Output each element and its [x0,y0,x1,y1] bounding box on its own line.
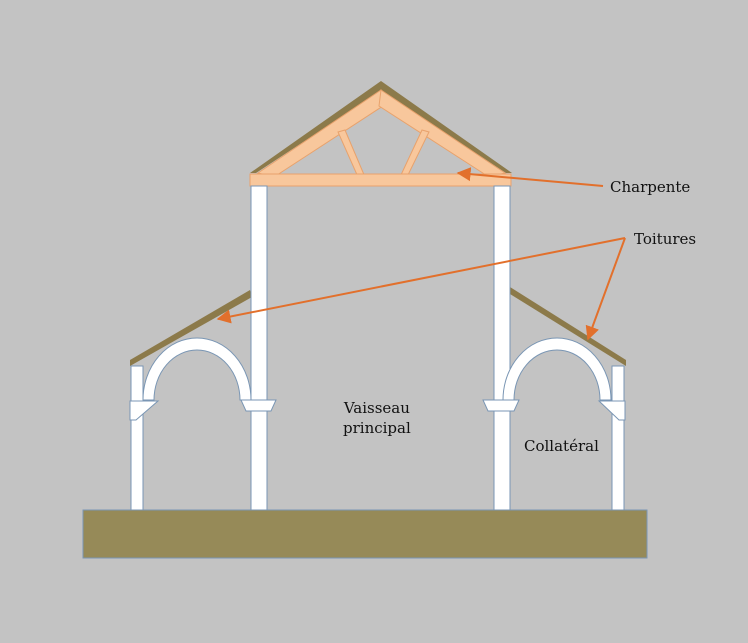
right-outer-capital [597,400,626,421]
truss-right-strut [399,129,430,178]
truss-left-strut [337,129,366,178]
truss-left-rafter [256,89,384,178]
right-nave-pillar [493,185,511,511]
right-outer-pillar [611,365,625,511]
toitures-arrow-left [216,237,626,324]
left-outer-pillar [130,365,144,511]
vaisseau-principal-label: Vaisseau principal [343,398,411,438]
left-nave-pillar [250,185,268,511]
truss [249,89,512,187]
right-arch [502,337,612,401]
vaisseau-label-line1: Vaisseau [343,399,410,417]
charpente-arrow [456,167,604,187]
left-nave-capital [240,399,277,412]
left-outer-capital [129,400,160,421]
ground [82,509,648,559]
right-nave-capital [482,399,520,412]
charpente-label: Charpente [610,178,691,196]
vaisseau-label-line2: principal [343,419,411,437]
truss-tie-beam [249,173,512,187]
truss-right-rafter [378,89,507,178]
right-aisle-roof [510,287,626,366]
toitures-label: Toitures [634,230,697,248]
toitures-arrow-right [585,237,626,341]
left-aisle-roof [130,290,252,366]
collateral-label: Collatéral [524,437,599,455]
